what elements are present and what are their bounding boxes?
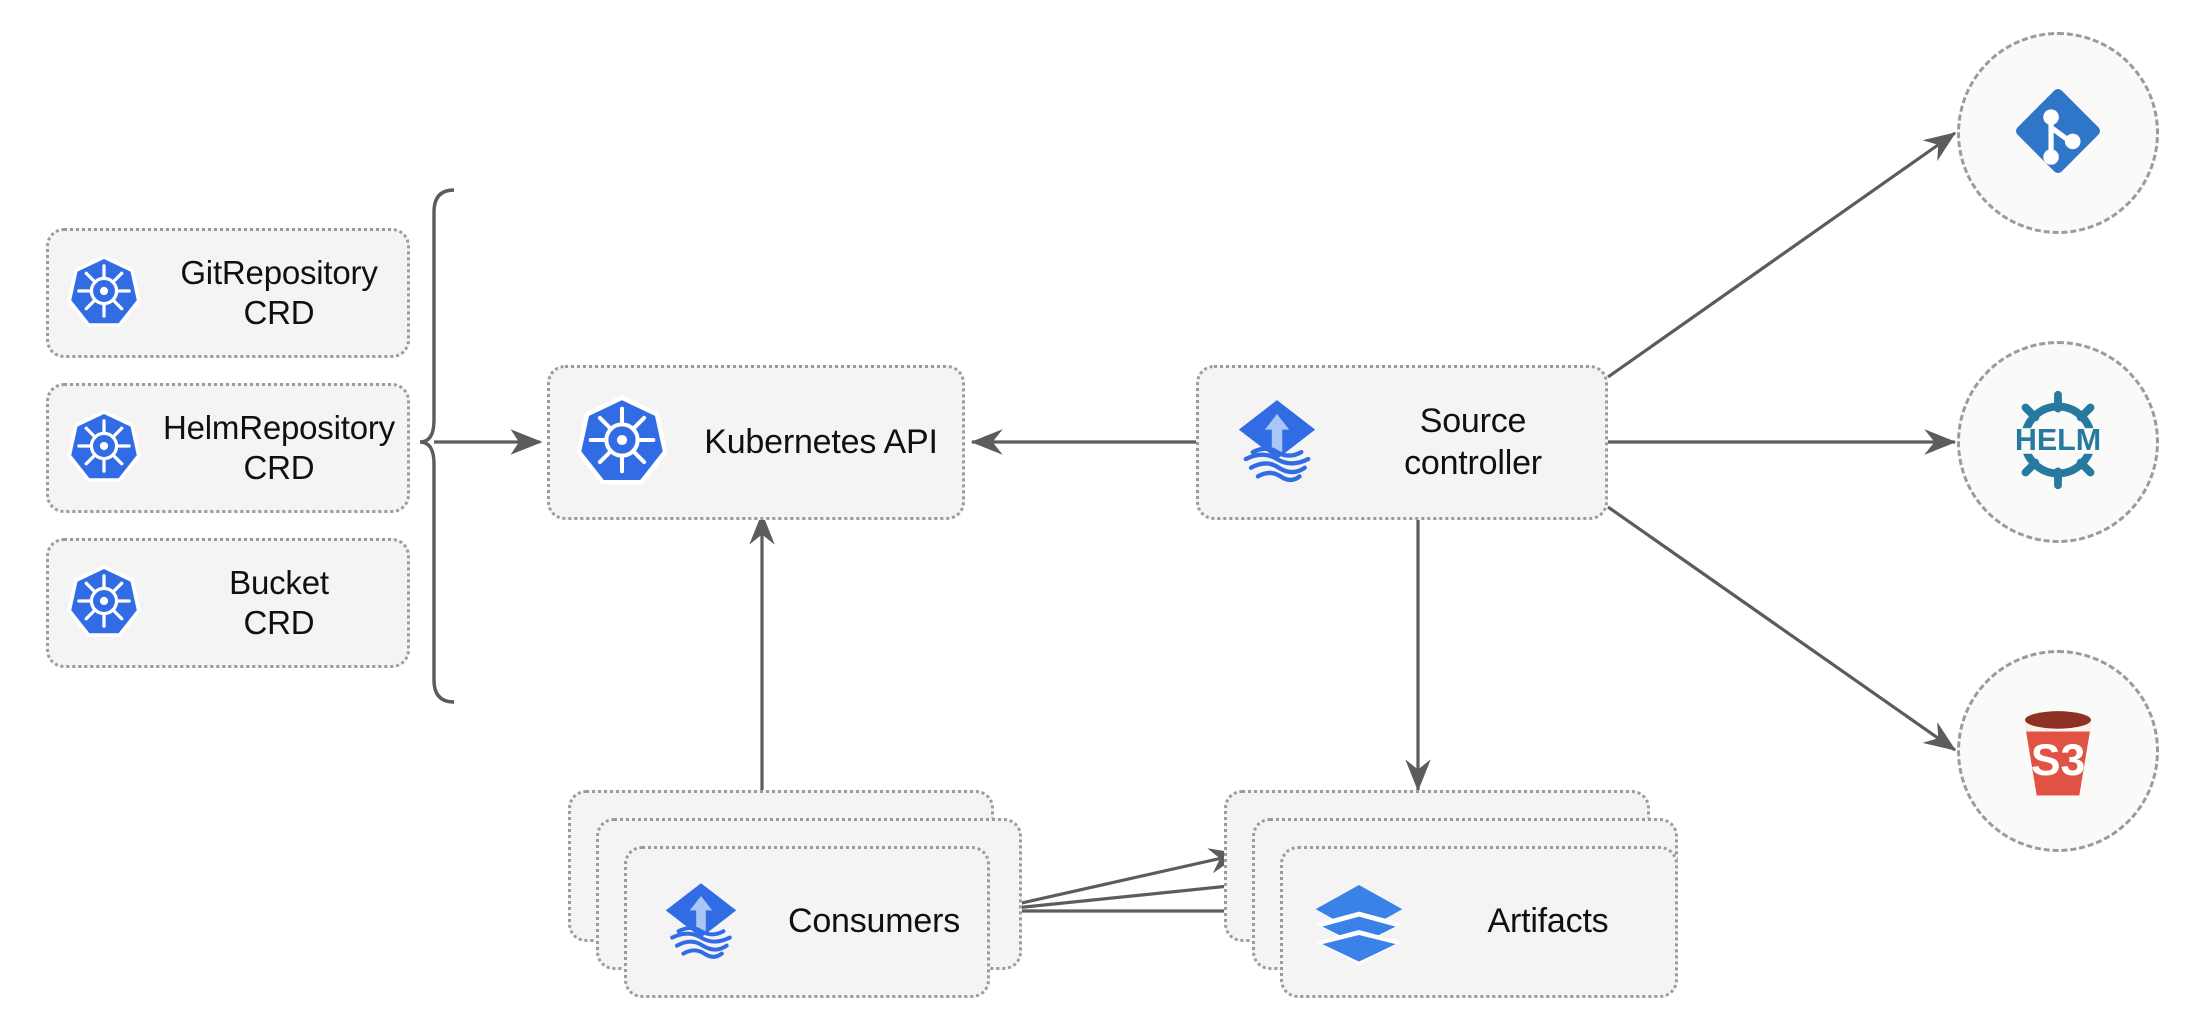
helm-endpoint-circle[interactable]: HELM (1957, 341, 2159, 543)
edge-consumers-to-artifacts-1 (985, 848, 1242, 913)
consumers-label: Consumers (787, 902, 961, 941)
s3-endpoint-circle[interactable]: S3 (1957, 650, 2159, 852)
consumers-box[interactable]: Consumers (624, 846, 990, 998)
flux-icon (1225, 388, 1329, 497)
flux-icon (653, 872, 749, 973)
helm-icon: HELM (1999, 381, 2117, 504)
helm-label: HELM (2015, 422, 2101, 456)
s3-bucket-icon: S3 (2000, 691, 2116, 812)
crd-box-helmrepository[interactable]: HelmRepository CRD (46, 383, 410, 513)
kubernetes-icon (67, 564, 141, 643)
kubernetes-api-label: Kubernetes API (704, 422, 938, 461)
kubernetes-api-box[interactable]: Kubernetes API (547, 365, 965, 520)
edge-source-to-s3 (1607, 505, 1957, 752)
crd-bracket (419, 188, 455, 704)
kubernetes-icon (576, 394, 668, 491)
artifacts-label: Artifacts (1487, 902, 1609, 941)
edge-source-to-git (1607, 131, 1957, 379)
crd-box-gitrepository[interactable]: GitRepository CRD (46, 228, 410, 358)
git-icon (2006, 79, 2110, 188)
crd-label: GitRepository CRD (180, 253, 378, 331)
git-endpoint-circle[interactable] (1957, 32, 2159, 234)
crd-label: HelmRepository CRD (163, 408, 395, 486)
artifacts-box[interactable]: Artifacts (1280, 846, 1678, 998)
kubernetes-icon (67, 409, 141, 488)
s3-label: S3 (2031, 736, 2085, 785)
source-controller-label: Source controller (1404, 402, 1542, 482)
crd-box-bucket[interactable]: Bucket CRD (46, 538, 410, 668)
kubernetes-icon (67, 254, 141, 333)
crd-label: Bucket CRD (229, 563, 329, 641)
layers-icon (1309, 870, 1409, 975)
source-controller-box[interactable]: Source controller (1196, 365, 1608, 520)
